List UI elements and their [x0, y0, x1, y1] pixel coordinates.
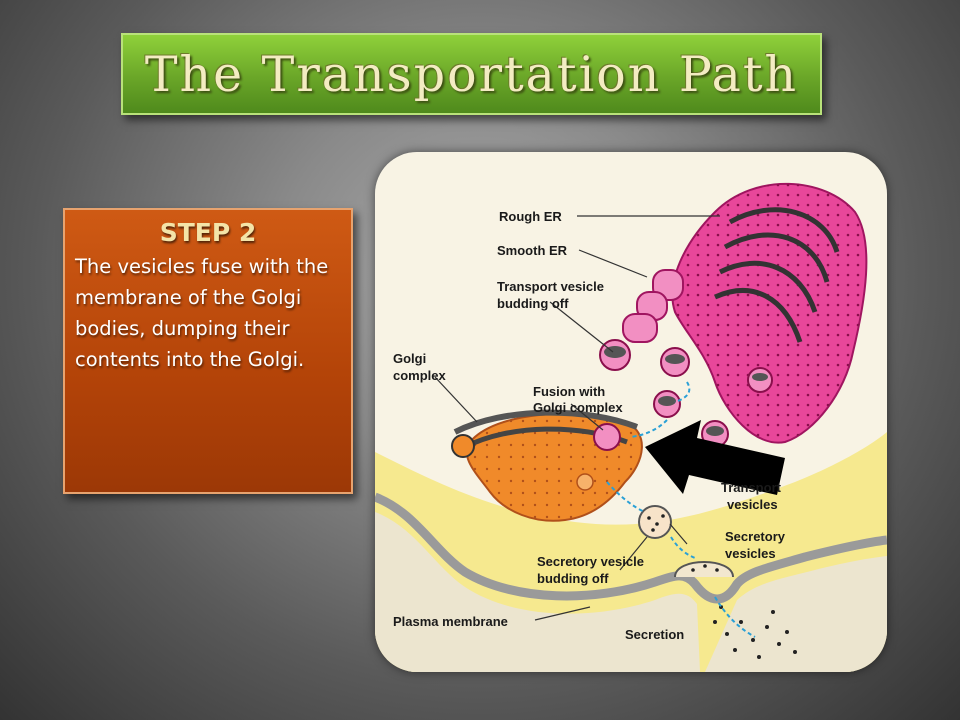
secretory-vesicles: [638, 505, 734, 578]
rough-er-shape: [622, 182, 868, 444]
highlight-arrow: [645, 420, 785, 495]
step-text-box: STEP 2 The vesicles fuse with the membra…: [63, 208, 353, 494]
diagram-canvas: Rough ER Smooth ER Transport vesicle bud…: [375, 152, 887, 672]
label-transport-vesicle-line2: budding off: [497, 296, 569, 311]
page-title: The Transportation Path: [144, 45, 799, 103]
flow-arrows: [606, 381, 756, 638]
label-secretory-vesicles-line2: vesicles: [725, 546, 776, 561]
label-smooth-er: Smooth ER: [497, 243, 568, 258]
label-rough-er: Rough ER: [499, 209, 562, 224]
label-leader-lines: [434, 215, 720, 621]
secretion-particles: [713, 605, 797, 659]
label-golgi-line1: Golgi: [393, 351, 426, 366]
golgi-complex-shape: [451, 409, 643, 522]
label-fusion-line1: Fusion with: [533, 384, 605, 399]
label-transport-vesicle-line1: Transport vesicle: [497, 279, 604, 294]
label-fusion-line2: Golgi complex: [533, 400, 623, 415]
label-golgi-line2: complex: [393, 368, 447, 383]
title-banner: The Transportation Path: [121, 33, 822, 115]
label-transport-vesicles-line1: Transport: [721, 480, 782, 495]
step-description: The vesicles fuse with the membrane of t…: [75, 255, 329, 371]
step-heading: STEP 2: [159, 218, 257, 247]
extracellular-area: [375, 512, 700, 672]
label-secretory-vesicles-line1: Secretory: [725, 529, 786, 544]
extracellular-area-right: [705, 556, 887, 672]
label-secretory-budding-line1: Secretory vesicle: [537, 554, 644, 569]
label-secretory-budding-line2: budding off: [537, 571, 609, 586]
label-plasma-membrane: Plasma membrane: [393, 614, 508, 629]
label-secretion: Secretion: [625, 627, 684, 642]
label-transport-vesicles-line2: vesicles: [727, 497, 778, 512]
cell-transport-diagram: Rough ER Smooth ER Transport vesicle bud…: [375, 152, 887, 672]
